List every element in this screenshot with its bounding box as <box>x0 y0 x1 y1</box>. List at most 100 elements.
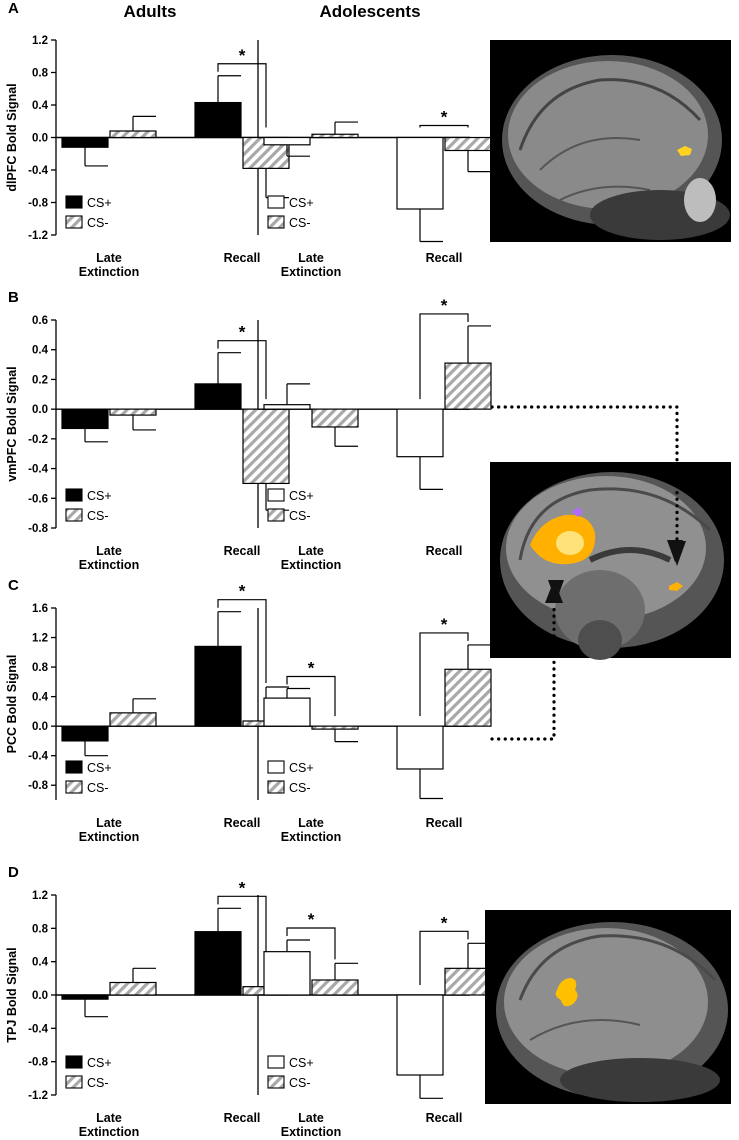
panel-letter: D <box>8 864 19 881</box>
legend-swatch-cs-minus <box>267 780 285 794</box>
y-tick-label: -1.2 <box>28 230 48 242</box>
category-label: Late <box>298 251 324 265</box>
significance-bracket <box>217 599 267 684</box>
y-tick-label: -1.2 <box>28 1090 48 1102</box>
bar <box>311 408 359 428</box>
category-label: Extinction <box>281 558 341 572</box>
legend-label-cs-plus: CS+ <box>87 761 112 775</box>
y-tick-label: -0.4 <box>28 165 48 177</box>
bar <box>444 136 492 152</box>
bar <box>263 136 311 146</box>
brain-image-tpj <box>485 910 731 1104</box>
y-tick-label: 0.4 <box>32 692 49 704</box>
y-tick-label: 0.4 <box>32 957 49 969</box>
legend-swatch-cs-plus <box>267 1055 285 1069</box>
y-tick-label: 1.6 <box>32 603 48 615</box>
legend-label-cs-minus: CS- <box>289 781 311 795</box>
y-tick-label: 0.0 <box>32 404 48 416</box>
brain-image-dlpfc <box>490 40 731 242</box>
bar <box>194 101 242 139</box>
bar <box>444 668 492 727</box>
y-tick-label: 1.2 <box>32 35 48 47</box>
y-tick-label: 0.0 <box>32 721 48 733</box>
significance-bracket <box>419 313 469 400</box>
panel-letter: B <box>8 289 19 306</box>
bar <box>61 408 109 430</box>
category-label: Extinction <box>79 1125 139 1139</box>
panel-letter: A <box>8 0 19 17</box>
legend-label-cs-minus: CS- <box>87 781 109 795</box>
bar <box>396 725 444 770</box>
category-label: Late <box>298 1111 324 1125</box>
category-label: Recall <box>224 251 261 265</box>
bar <box>311 725 359 730</box>
group-title-adolescents: Adolescents <box>319 2 420 21</box>
legend-swatch-cs-plus <box>267 488 285 502</box>
legend-swatch-cs-plus <box>267 195 285 209</box>
legend-label-cs-minus: CS- <box>87 1076 109 1090</box>
significance-bracket <box>419 124 469 128</box>
y-tick-label: 1.2 <box>32 890 48 902</box>
y-tick-label: 0.0 <box>32 133 48 145</box>
y-tick-label: -0.8 <box>28 780 48 792</box>
y-tick-label: 0.6 <box>32 315 48 327</box>
category-label: Recall <box>224 816 261 830</box>
category-label: Late <box>298 816 324 830</box>
legend-swatch-cs-plus <box>267 760 285 774</box>
significance-star: * <box>441 296 448 315</box>
bar <box>263 404 311 410</box>
arrow-down-icon <box>668 541 686 566</box>
legend-swatch-cs-minus <box>267 1075 285 1089</box>
significance-bracket <box>419 632 469 717</box>
category-label: Recall <box>426 251 463 265</box>
significance-star: * <box>441 108 448 127</box>
legend-label-cs-minus: CS- <box>87 509 109 523</box>
category-label: Recall <box>426 816 463 830</box>
legend-swatch-cs-minus <box>65 780 83 794</box>
y-tick-label: 0.0 <box>32 990 48 1002</box>
legend-label-cs-plus: CS+ <box>289 196 314 210</box>
bar <box>109 130 157 139</box>
legend-label-cs-minus: CS- <box>289 216 311 230</box>
category-label: Extinction <box>281 265 341 279</box>
legend-swatch-cs-minus <box>267 508 285 522</box>
category-label: Late <box>96 251 122 265</box>
bar <box>61 994 109 1000</box>
legend-swatch-cs-minus <box>267 215 285 229</box>
bar <box>109 408 157 416</box>
y-axis-label: TPJ Bold Signal <box>5 947 19 1042</box>
bar <box>109 712 157 727</box>
legend-swatch-cs-minus <box>65 508 83 522</box>
bar <box>61 725 109 742</box>
category-label: Extinction <box>79 265 139 279</box>
y-axis-label: PCC Bold Signal <box>5 655 19 754</box>
y-tick-label: -0.8 <box>28 1057 48 1069</box>
y-tick-label: 0.4 <box>32 345 49 357</box>
legend-label-cs-minus: CS- <box>289 1076 311 1090</box>
bar <box>242 408 290 485</box>
vmpfc-activation-blob <box>669 582 683 591</box>
significance-star: * <box>239 323 246 342</box>
bar <box>109 981 157 996</box>
category-label: Recall <box>426 1111 463 1125</box>
bar <box>396 994 444 1076</box>
significance-star: * <box>239 582 246 601</box>
significance-star: * <box>308 910 315 929</box>
legend-label-cs-plus: CS+ <box>87 196 112 210</box>
category-label: Recall <box>426 544 463 558</box>
bar <box>61 136 109 148</box>
bar <box>263 697 311 727</box>
legend-swatch-cs-plus <box>65 760 83 774</box>
category-label: Recall <box>224 1111 261 1125</box>
y-axis-label: dlPFC Bold Signal <box>5 83 19 191</box>
significance-bracket <box>217 63 267 128</box>
legend-label-cs-plus: CS+ <box>289 1056 314 1070</box>
bar <box>444 967 492 996</box>
tpj-activation-blob <box>555 978 578 1007</box>
bar <box>311 133 359 139</box>
significance-star: * <box>239 46 246 65</box>
significance-star: * <box>308 658 315 677</box>
